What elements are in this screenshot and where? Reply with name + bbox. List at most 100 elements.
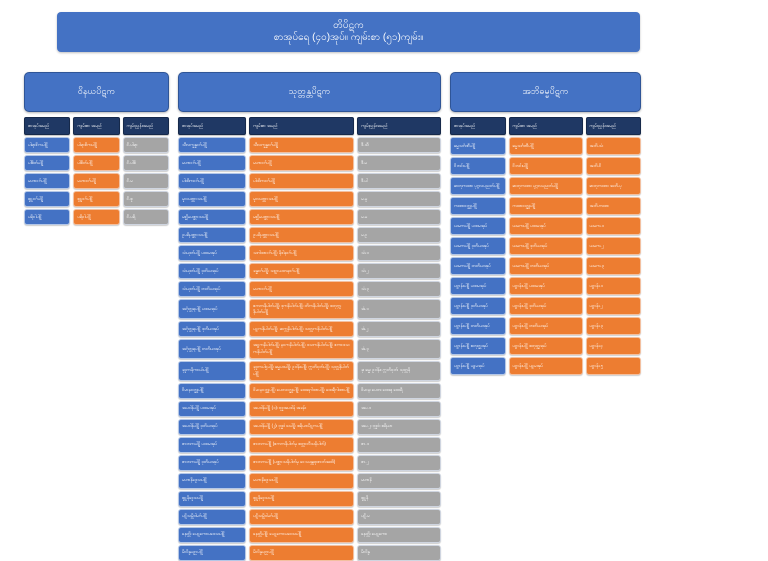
book-name-cell: သံယုတ်ပါဠိ ပထမအုပ် <box>178 245 247 261</box>
scripture-name-cell: ပဋ္ဌာန်းပါဠိ တတိယအုပ် <box>508 317 583 335</box>
abbreviation-cell: မိလိန္ဒ <box>357 544 441 561</box>
abbreviation-cell: အဘိ.သံ <box>585 137 641 155</box>
book-name-cell: ပါရာဇိကပါဠိ <box>24 137 71 153</box>
column-header-row: စာအုပ်အမည်ကျမ်းစာ အမည်ကျမ်းညွှန်းအမည် <box>178 117 441 135</box>
abbreviation-cell: ဒီ.ပါ <box>357 173 441 189</box>
scripture-name-cell: ပါစိတ်ပါဠိ <box>73 155 120 171</box>
scripture-name-cell: ယမကပါဠိ ပထမအုပ် <box>508 217 583 235</box>
column-header-cell: ကျမ်းညွှန်းအမည် <box>357 117 441 135</box>
section-header-abhidhamma: အဘိဓမ္မပိဋက <box>450 72 641 112</box>
column-header-cell: စာအုပ်အမည် <box>24 117 71 135</box>
book-name-cell: ကထာဝတ္ထုပါဠိ <box>450 197 506 215</box>
scripture-name-cell: ပဋ္ဌာန်းပါဠိ ပထမအုပ် <box>508 277 583 295</box>
abbreviation-cell: ဇာ.၂ <box>357 454 441 471</box>
abbreviation-cell: ယမက.၁ <box>585 217 641 235</box>
book-name-cell: ပါစိတ်ပါဠိ <box>24 155 71 171</box>
column-header-cell: ကျမ်းစာ အမည် <box>249 117 355 135</box>
book-name-cell: မဟာနိဒ္ဒေသပါဠိ <box>178 472 247 489</box>
scripture-name-cell: ပဋ္ဌာန်းပါဠိ စတုတ္ထအုပ် <box>508 337 583 355</box>
scripture-name-cell: သဂါထာဝဂ်ပါဠိ၊ နိဒါနဝဂ်ပါဠိ <box>249 245 355 261</box>
scripture-name-cell: ဧကကနိပါတ်ပါဠိ၊ ဒုကနိပါတ်ပါဠိ၊ တိကနိပါတ်ပ… <box>249 299 355 319</box>
book-name-cell: ခုဒ္ဒကနိကာယ်ပါဠိ <box>178 360 247 381</box>
abbreviation-cell: ဝိ.စူ <box>122 191 169 207</box>
book-name-cell: ပဋ္ဌာန်းပါဠိ ပဉ္စမအုပ် <box>450 357 506 375</box>
abbreviation-cell: သံ.၃ <box>357 281 441 297</box>
book-name-cell: နေတ္တိ၊ ပေဋကောပဒေသပါဠိ <box>178 526 247 543</box>
abbreviation-cell: ဓာတုကထာ၊ အဘိ.ပု <box>585 177 641 195</box>
scripture-name-cell: ပဋ္ဌာန်းပါဠိ ဒုတိယအုပ် <box>508 297 583 315</box>
book-name-cell: စူဠဝဂ်ပါဠိ <box>24 191 71 207</box>
scripture-name-cell: ယမကပါဠိ ဒုတိယအုပ် <box>508 237 583 255</box>
abbreviation-cell: ပဋ္ဌာန်း.၃ <box>585 317 641 335</box>
book-name-cell: အပဒါန်ပါဠိ ဒုတိယအုပ် <box>178 418 247 435</box>
scripture-name-cell: စူဠဝဂ်ပါဠိ <box>73 191 120 207</box>
abbreviation-cell: စူဠနိ <box>357 490 441 507</box>
abbreviation-cell: ပဋ္ဌာန်း.၁ <box>585 277 641 295</box>
book-name-cell: အပဒါန်ပါဠိ ပထမအုပ် <box>178 400 247 417</box>
column-header-cell: စာအုပ်အမည် <box>450 117 506 135</box>
scripture-name-cell: မိလိန္ဒပဉှာပါဠိ <box>249 544 355 561</box>
book-name-cell: ပါထိကဝဂ်ပါဠိ <box>178 173 247 189</box>
scripture-name-cell: ကထာဝတ္ထုပါဠိ <box>508 197 583 215</box>
scripture-name-cell: ဓာတုကထာ၊ ပုဂ္ဂလပညတ်ပါဠိ <box>508 177 583 195</box>
scripture-name-cell: သီလက္ခန္ဓဝဂ်ပါဠိ <box>249 137 355 153</box>
book-name-cell: ဇာတကပါဠိ ဒုတိယအုပ် <box>178 454 247 471</box>
scripture-name-cell: ပဋ္ဌာန်းပါဠိ ပဉ္စမအုပ် <box>508 357 583 375</box>
abbreviation-cell: ပဋ္ဌာန်း.၂ <box>585 297 641 315</box>
scripture-name-cell: အဋ္ဌကနိပါတ်ပါဠိ၊ နဝကနိပါတ်ပါဠိ၊ ဒသကနိပါတ… <box>249 338 355 359</box>
scripture-name-cell: ပါထိကဝဂ်ပါဠိ <box>249 173 355 189</box>
abbreviation-cell: ဝိ.မ <box>122 173 169 189</box>
suttanta-pitaka-section: သုတ္တန္တပိဋက စာအုပ်အမည်ကျမ်းစာ အမည်ကျမ်း… <box>178 72 441 561</box>
scripture-name-cell: ဓမ္မသင်္ဂဏီပါဠိ <box>508 137 583 155</box>
abbreviation-cell: အဘိ.ဝိ <box>585 157 641 175</box>
book-name-cell: ဥပရိပဏ္ဏာသပါဠိ <box>178 227 247 243</box>
scripture-name-cell: ဇာတကပါဠိ (ပဏ္ဏာသနိပါတ်မှ ဝေဿန္တရာဇာတ်အထိ… <box>249 454 355 471</box>
abbreviation-cell: သံ.၂ <box>357 263 441 279</box>
column-header-cell: ကျမ်းစာ အမည် <box>508 117 583 135</box>
abbreviation-cell: ခု၊ ဓမ္မ၊ ဥဒါန်း၊ ဣတိဝုတ်၊ သုတ္တနိ <box>357 360 441 381</box>
vinaya-pitaka-section: ဝိနယပိဋက စာအုပ်အမည်ကျမ်းစာ အမည်ကျမ်းညွှန… <box>24 72 169 225</box>
abbreviation-cell: အပ.၁ <box>357 400 441 417</box>
scripture-name-cell: ခန္ဓဝဂ်ပါဠိ၊ သဠာယတနဝဂ်ပါဠိ <box>249 263 355 279</box>
book-name-cell: အင်္ဂုတ္တရပါဠိ ပထမအုပ် <box>178 299 247 319</box>
abbreviation-cell: ဒီ.မ <box>357 155 441 171</box>
abbreviation-cell: မဟာနိ <box>357 472 441 489</box>
abbreviation-cell: ပဋ္ဌာန်း.၅ <box>585 357 641 375</box>
book-name-cell: မဇ္ဈိမပဏ္ဏာသပါဠိ <box>178 209 247 225</box>
abbreviation-cell: ဝိ.ပရိ <box>122 209 169 225</box>
abbreviation-cell: ယမက.၃ <box>585 257 641 275</box>
column-header-cell: ကျမ်းညွှန်းအမည် <box>585 117 641 135</box>
scripture-name-cell: မဟာဝဂ်ပါဠိ <box>249 155 355 171</box>
abbreviation-cell: မ.မ <box>357 209 441 225</box>
column-header-row: စာအုပ်အမည်ကျမ်းစာ အမည်ကျမ်းညွှန်းအမည် <box>450 117 641 135</box>
book-name-cell: ပဋ္ဌာန်းပါဠိ ပထမအုပ် <box>450 277 506 295</box>
scripture-name-cell: ပဋိသမ္ဘိဒါမဂ်ပါဠိ <box>249 508 355 525</box>
abbreviation-cell: အပ.၂၊ ဗုဒ္ဓဝံ၊ စရိယာ <box>357 418 441 435</box>
book-name-cell: သီလက္ခန္ဓဝဂ်ပါဠိ <box>178 137 247 153</box>
scripture-name-cell: စူဠနိဒ္ဒေသပါဠိ <box>249 490 355 507</box>
scripture-name-cell: မဟာဝဂ်ပါဠိ <box>73 173 120 189</box>
book-name-cell: ဝိဘင်းပါဠိ <box>450 157 506 175</box>
scripture-name-cell: ပဉ္စကနိပါတ်ပါဠိ၊ ဆက္ကနိပါတ်ပါဠိ၊ သတ္တကနိ… <box>249 320 355 337</box>
scripture-name-cell: ပရိဝါပါဠိ <box>73 209 120 225</box>
scripture-name-cell: ယမကပါဠိ တတိယအုပ် <box>508 257 583 275</box>
abbreviation-cell: မ.မူ <box>357 191 441 207</box>
abbreviation-cell: အဘိ.ကထာ <box>585 197 641 215</box>
book-name-cell: ပဋ္ဌာန်းပါဠိ စတုတ္ထအုပ် <box>450 337 506 355</box>
abbreviation-cell: နေတ္တိ၊ ပေဋကော <box>357 526 441 543</box>
scripture-name-cell: မူလပဏ္ဏာသပါဠိ <box>249 191 355 207</box>
book-name-cell: ပဋ္ဌာန်းပါဠိ တတိယအုပ် <box>450 317 506 335</box>
book-name-cell: ဝိမာနဝတ္ထုပါဠိ <box>178 382 247 399</box>
book-name-cell: သံယုတ်ပါဠိ ဒုတိယအုပ် <box>178 263 247 279</box>
book-name-cell: မဟာဝဂ်ပါဠိ <box>178 155 247 171</box>
abbreviation-cell: အံ.၁ <box>357 299 441 319</box>
book-name-cell: ပရိဝါပါဠိ <box>24 209 71 225</box>
column-header-cell: ကျမ်းညွှန်းအမည် <box>122 117 169 135</box>
scripture-name-cell: ဇာတကပါဠိ (ဧကကနိပါတ်မှ စတ္တာလီသနိပါတ်) <box>249 436 355 453</box>
rows: သီလက္ခန္ဓဝဂ်ပါဠိသီလက္ခန္ဓဝဂ်ပါဠိဒီ.သီမဟာ… <box>178 137 441 561</box>
book-name-cell: မဟာဝဂ်ပါဠိ <box>24 173 71 189</box>
column-header-cell: ကျမ်းစာ အမည် <box>73 117 120 135</box>
column-header-cell: စာအုပ်အမည် <box>178 117 247 135</box>
abbreviation-cell: ယမက.၂ <box>585 237 641 255</box>
book-name-cell: သံယုတ်ပါဠိ တတိယအုပ် <box>178 281 247 297</box>
